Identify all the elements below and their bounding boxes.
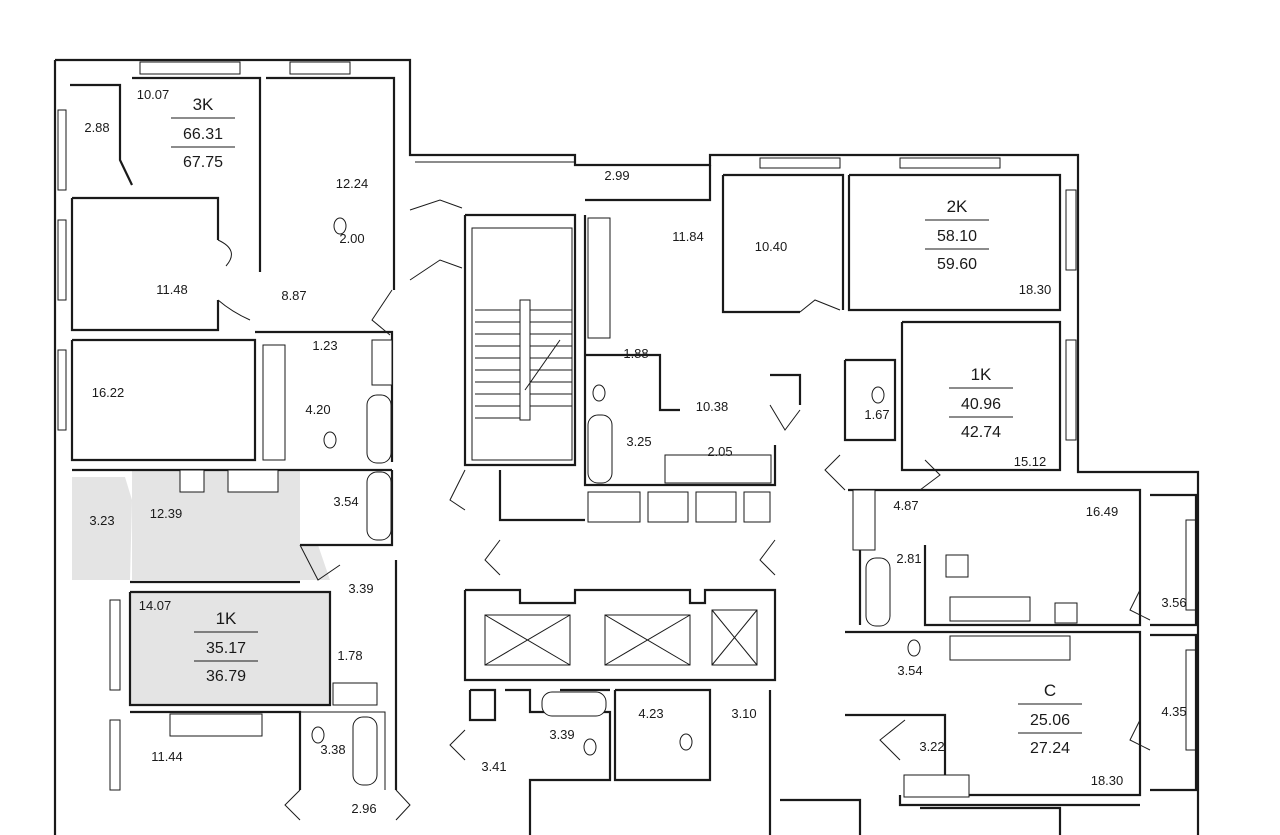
living-area: 35.17	[206, 640, 246, 657]
room-area-label: 3.10	[731, 706, 756, 721]
room-area-label: 3.22	[919, 739, 944, 754]
room-area-label: 1.88	[623, 346, 648, 361]
room-area-label: 18.30	[1091, 773, 1124, 788]
lower-middle-walls	[468, 688, 772, 835]
room-area-label: 1.23	[312, 338, 337, 353]
apartment-type: C	[1044, 681, 1056, 700]
lift-3	[711, 609, 758, 666]
lift-1	[484, 614, 571, 666]
room-area-label: 2.96	[351, 801, 376, 816]
room-area-label: 3.25	[626, 434, 651, 449]
room-area-label: 4.35	[1161, 704, 1186, 719]
room-area-label: 1.78	[337, 648, 362, 663]
room-area-label: 2.81	[896, 551, 921, 566]
room-area-label: 3.41	[481, 759, 506, 774]
room-area-label: 3.38	[320, 742, 345, 757]
total-area: 42.74	[961, 424, 1001, 441]
room-area-label: 2.00	[339, 231, 364, 246]
apartment-labels: 3K 66.31 67.75 2K 58.10 59.60 1K 40.96 42.74 1K 35…	[171, 95, 1082, 757]
room-area-label: 3.54	[897, 663, 922, 678]
room-area-label: 2.88	[84, 120, 109, 135]
apartment-type: 1K	[971, 365, 992, 384]
total-area: 59.60	[937, 256, 977, 273]
room-area-label: 3.23	[89, 513, 114, 528]
wardrobes	[332, 339, 970, 798]
apartment-label-apt-2k: 2K 58.10 59.60	[925, 197, 989, 273]
room-area-label: 3.56	[1161, 595, 1186, 610]
room-area-label: 8.87	[281, 288, 306, 303]
room-area-label: 12.39	[150, 506, 183, 521]
toilets	[311, 217, 921, 756]
living-area: 58.10	[937, 228, 977, 245]
room-area-label: 3.39	[348, 581, 373, 596]
room-area-label: 15.12	[1014, 454, 1047, 469]
room-area-label: 2.05	[707, 444, 732, 459]
room-area-label: 11.84	[672, 229, 704, 244]
room-area-label: 4.20	[305, 402, 330, 417]
room-area-label: 1.67	[864, 407, 889, 422]
room-area-label: 18.30	[1019, 282, 1052, 297]
living-area: 40.96	[961, 396, 1001, 413]
room-area-label: 16.49	[1086, 504, 1119, 519]
total-area: 36.79	[206, 668, 246, 685]
left-block-walls	[70, 76, 398, 790]
apartment-label-apt-1k-left: 1K 35.17 36.79	[194, 609, 258, 685]
room-area-label: 16.22	[92, 385, 125, 400]
room-area-label: 3.54	[333, 494, 358, 509]
room-area-label: 4.23	[638, 706, 663, 721]
staircase	[475, 299, 572, 421]
right-block-walls	[780, 358, 1198, 835]
room-area-label: 10.07	[137, 87, 170, 102]
room-area-labels: 10.07 2.88 12.24 2.00 11.48 8.87 1.23 16.22 4.20…	[84, 87, 1186, 816]
lift-2	[604, 614, 691, 666]
room-area-label: 11.44	[151, 749, 183, 764]
room-area-label: 14.07	[139, 598, 172, 613]
living-area: 66.31	[183, 126, 223, 143]
room-area-label: 4.87	[893, 498, 918, 513]
apartment-type: 3K	[193, 95, 214, 114]
room-area-label: 10.40	[755, 239, 788, 254]
apartment-type: 1K	[216, 609, 237, 628]
room-area-label: 2.99	[604, 168, 629, 183]
middle-block-walls	[498, 165, 1062, 523]
central-core	[463, 213, 777, 682]
bathtubs	[352, 394, 891, 786]
room-area-label: 11.48	[156, 282, 188, 297]
apartment-label-apt-3k: 3K 66.31 67.75	[171, 95, 235, 171]
doors	[217, 199, 1151, 821]
windows	[57, 61, 1197, 791]
room-area-label: 12.24	[336, 176, 369, 191]
apartment-label-apt-1k-right: 1K 40.96 42.74	[949, 365, 1013, 441]
selected-apartment-highlight	[72, 470, 330, 705]
apartment-label-apt-c: C 25.06 27.24	[1018, 681, 1082, 757]
room-area-label: 3.39	[549, 727, 574, 742]
room-area-label: 10.38	[696, 399, 729, 414]
living-area: 25.06	[1030, 712, 1070, 729]
kitchen-units	[169, 217, 1078, 737]
apartment-type: 2K	[947, 197, 968, 216]
total-area: 27.24	[1030, 740, 1070, 757]
total-area: 67.75	[183, 154, 223, 171]
